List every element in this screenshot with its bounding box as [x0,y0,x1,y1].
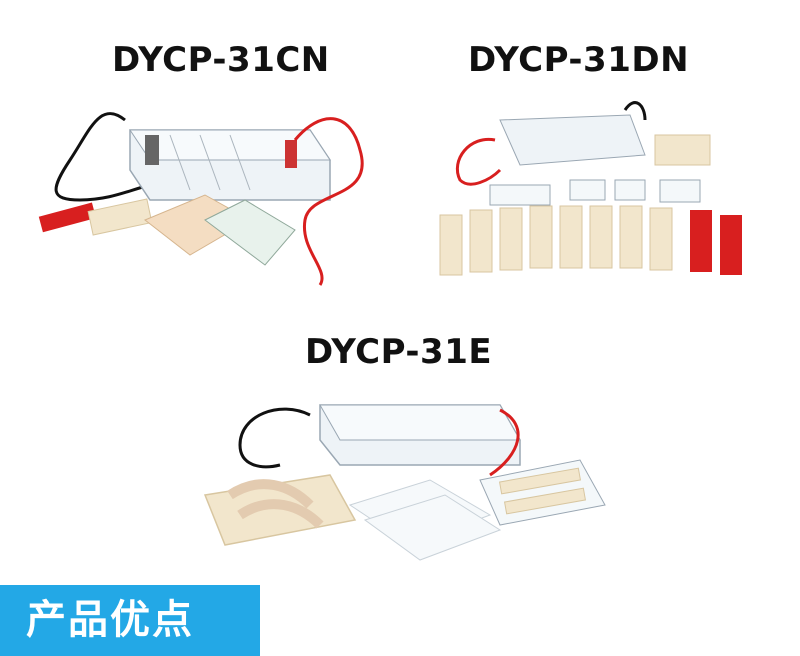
model-title-dycp-31cn: DYCP-31CN [112,40,330,80]
product-photo-dycp-31dn [439,101,742,276]
product-photo-dycp-31cn [38,112,364,286]
model-title-dycp-31dn: DYCP-31DN [468,40,690,80]
product-advantages-banner: 产品优点 [0,585,260,656]
product-photo-dycp-31e [203,404,606,561]
model-title-dycp-31e: DYCP-31E [305,332,493,372]
